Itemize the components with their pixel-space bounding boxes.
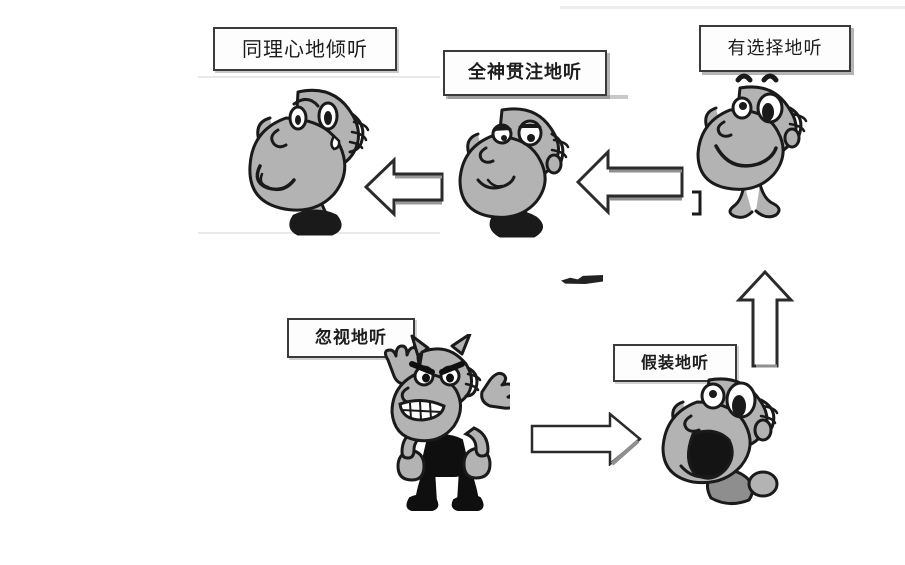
label-selective-listening[interactable]: 有选择地听 xyxy=(699,25,851,72)
arrow-up-icon-pretend-to-selective xyxy=(735,270,795,368)
label-attentive-listening[interactable]: 全神贯注地听 xyxy=(443,50,607,96)
arrow-right-icon-ignoring-to-pretend xyxy=(530,412,642,466)
label-empathic-listening[interactable]: 同理心地倾听 xyxy=(213,27,397,71)
arrow-left-icon-attentive-to-empathic xyxy=(364,152,444,222)
image-seam-top xyxy=(560,6,905,9)
image-seam-fig2-top xyxy=(448,95,628,99)
label-pretend-listening[interactable]: 假装地听 xyxy=(613,344,737,382)
stray-mark xyxy=(561,275,603,284)
yawning-face-icon xyxy=(655,368,799,510)
calm-face-icon xyxy=(448,100,588,238)
arrow-left-icon-selective-to-attentive xyxy=(576,146,684,218)
smiling-face-icon xyxy=(688,72,828,234)
image-seam-fig1-top xyxy=(198,76,440,78)
crying-face-icon xyxy=(236,78,396,236)
angry-figure-icon xyxy=(382,334,510,518)
